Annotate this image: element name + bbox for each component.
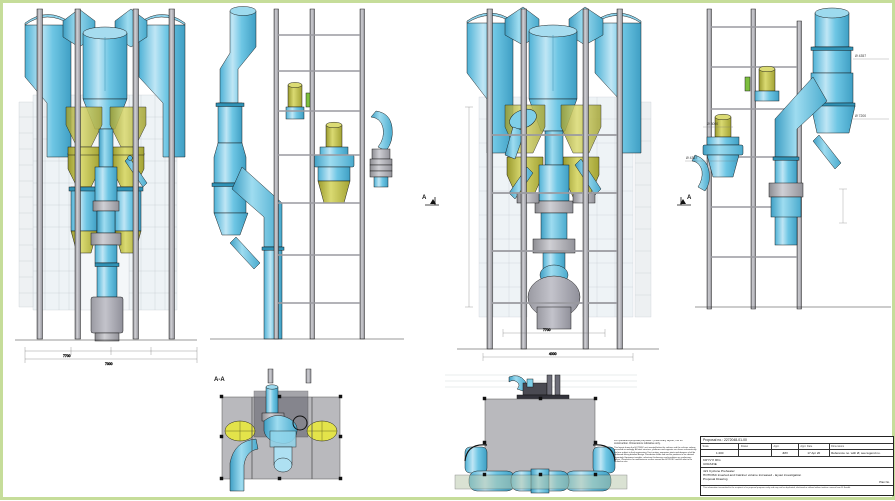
chute-hook (691, 154, 710, 192)
header-dimensions: Dimensions (831, 444, 845, 448)
drawing-title-area: 421 Cyclone Preheater HOTDISC inserted a… (701, 468, 893, 486)
calciner-neck (544, 130, 564, 166)
dim-label-7700: 7700 (543, 328, 551, 332)
outlet-elbow (229, 438, 259, 492)
view-side-elevation[interactable] (208, 6, 408, 367)
title-block-header-row: Scale Drawn Appr. Appr. Date Dimensions (701, 444, 893, 451)
proposal-number-row: Proposal no.: 2272048-01-00 (701, 437, 893, 445)
dim-leader-4357-left: Ø 4357 (683, 151, 743, 171)
notes-body: This layout shows the HOTDISC unit inser… (614, 446, 697, 464)
hotdisc-housing (90, 232, 122, 246)
dim-label-7200: Ø 7200 (855, 114, 866, 118)
plan-no-label: Plan No. (879, 479, 890, 484)
cyclone-upper (219, 10, 257, 104)
title-block-value-row: 1:200 JMV 17 Apr 20 Reference no. with Ø… (701, 450, 893, 457)
calciner-body (94, 166, 118, 202)
hotdisc-unit (96, 210, 116, 234)
value-appr-date: 17 Apr 20 (799, 450, 830, 456)
view-section-elevation[interactable]: 7700 4000 (443, 6, 673, 407)
customer-line-2: UKRAINE (703, 462, 717, 467)
drawing-title-line-3: Proposal Drawing (703, 477, 728, 482)
duct-lower-diagonal (229, 236, 261, 270)
value-dimensions: Reference no. with Ø, see legend no. (831, 450, 881, 455)
drawing-title-line-1: 421 Cyclone Preheater (703, 469, 735, 474)
title-block[interactable]: Proposal no.: 2272048-01-00 Scale Drawn … (700, 436, 894, 496)
view-front-elevation[interactable]: 7700 7300 (11, 7, 201, 407)
steel-columns (486, 8, 623, 350)
cyclone-barrel-1 (217, 102, 243, 144)
dimension-lines (465, 106, 634, 361)
dimension-leaders (703, 58, 889, 224)
view-plan-detail[interactable] (441, 371, 641, 501)
notes-heading: For quotation/proposal purposes - prelim… (614, 440, 683, 445)
hotdisc-discharge-cone (317, 180, 351, 204)
legal-notice: This information transmitted to the reci… (703, 486, 851, 489)
plan-detail-enclosure (484, 398, 596, 476)
olive-stub-upper (758, 68, 776, 92)
dim-label-lower-1: 7700 (63, 354, 71, 358)
kiln-inlet-housing (90, 296, 124, 334)
dim-label-4357-left: Ø 4357 (686, 156, 697, 160)
olive-stub-center (325, 124, 343, 148)
customer-block: KRYVYI RIG UKRAINE (701, 457, 893, 468)
calciner-neck (98, 128, 114, 168)
proposal-number-label: Proposal no.: (703, 438, 723, 443)
duct-lower (812, 134, 842, 170)
dim-label-4357: Ø 4357 (855, 54, 866, 58)
steel-columns (36, 8, 175, 340)
dimension-chain-bottom (24, 347, 198, 363)
drawing-title-line-2: HOTDISC inserted and Calciner volume inc… (703, 473, 802, 478)
corner-ticks (219, 394, 343, 481)
center-shaft (265, 386, 279, 414)
value-scale: 1:200 (701, 450, 740, 456)
section-marker-label: A (687, 195, 692, 201)
kiln-riser (96, 262, 118, 298)
value-drawn (739, 450, 773, 456)
chute-hook-small (508, 375, 527, 392)
riser-vertical (263, 246, 283, 340)
hotdisc-flange (313, 154, 355, 168)
header-drawn: Drawn (739, 444, 773, 450)
view-section-aa[interactable]: A-A (208, 368, 358, 501)
dim-label-3000: Ø 3000 (707, 122, 718, 126)
dim-label-4000: 4000 (549, 352, 557, 356)
calciner-cone-right (560, 104, 602, 154)
section-marker-label: A (422, 195, 427, 201)
hotdisc-unit (540, 212, 568, 240)
corner-ticks (482, 396, 598, 477)
chute-hook (370, 110, 393, 152)
header-appr-date: Appr. Date (799, 444, 830, 450)
cyclone-cone (810, 105, 856, 134)
section-aa-label: A-A (214, 377, 225, 383)
notes-block: For quotation/proposal purposes - prelim… (614, 440, 698, 492)
header-appr: Appr. (772, 444, 799, 450)
proposal-number-value: 2272048-01-00 (723, 438, 747, 443)
view-right-elevation[interactable]: Ø 4357 Ø 7200 Ø 3000 (691, 7, 893, 337)
dim-label-lower-2: 7300 (105, 362, 113, 366)
section-marker-a-right[interactable]: A (673, 189, 697, 211)
header-scale: Scale (701, 444, 740, 450)
section-marker-a-left[interactable]: A (421, 189, 445, 211)
olive-stub-upper (287, 84, 303, 108)
cyclone-barrel-1 (812, 46, 852, 74)
value-appr: JMV (772, 450, 799, 456)
calciner-body (538, 164, 570, 202)
cyclone-upper (814, 12, 850, 48)
customer-line-1: KRYVYI RIG (703, 458, 721, 463)
